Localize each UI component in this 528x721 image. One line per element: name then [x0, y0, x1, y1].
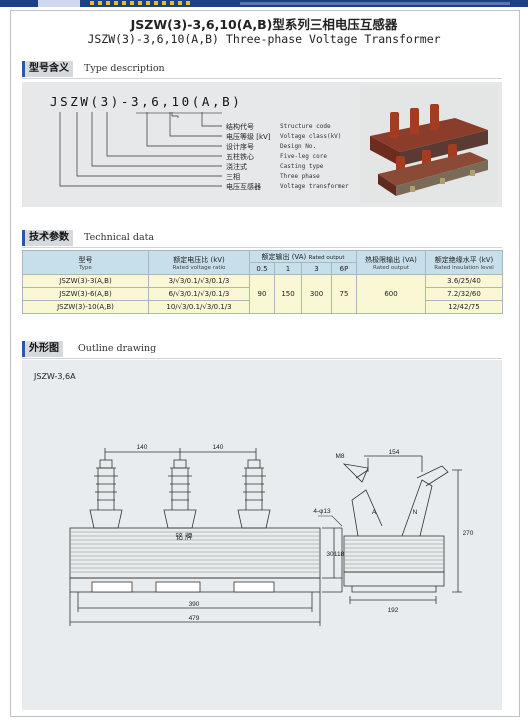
- row-type: JSZW(3)-6(A,B): [22, 287, 149, 301]
- insulator-3: [237, 459, 271, 529]
- insulator-2: [163, 459, 197, 529]
- dim-479: 479: [189, 615, 200, 622]
- insulator-1: [89, 459, 123, 529]
- product-title-en: JSZW(3)-3,6,10(A,B) Three-phase Voltage …: [87, 32, 441, 46]
- outline-section-tag: 外形图: [22, 341, 63, 357]
- top-banner: [0, 0, 528, 7]
- legend-en-6: Three phase: [280, 173, 320, 180]
- dim-140-left: 140: [137, 444, 148, 451]
- dim-390: 390: [189, 601, 200, 608]
- legend-cn-4: 五柱铁心: [226, 153, 254, 161]
- legend-cn-7: 电压互感器: [226, 183, 261, 191]
- row-ratio: 10/√3/0.1/√3/0.1/3: [148, 300, 250, 314]
- legend-cn-1: 结构代号: [226, 123, 254, 131]
- legend-cn-2: 电压等级 [kV]: [226, 133, 271, 141]
- row-ratio: 3/√3/0.1/√3/0.1/3: [148, 274, 250, 288]
- header-insulation: 额定绝缘水平 (kV)Rated insulation level: [425, 250, 503, 275]
- row-type: JSZW(3)-3(A,B): [22, 274, 149, 288]
- legend-cn-3: 设计序号: [226, 143, 254, 151]
- dim-154: 154: [389, 449, 400, 456]
- legend-cn-5: 浇注式: [226, 163, 247, 171]
- legend-en-4: Five-leg core: [280, 153, 327, 160]
- thermal-value: 600: [356, 274, 426, 314]
- legend-cn-6: 三相: [226, 173, 240, 181]
- row-insulation: 3.6/25/40: [425, 274, 503, 288]
- drawing-model-label: JSZW-3,6A: [34, 372, 76, 381]
- legend-en-3: Design No.: [280, 143, 317, 150]
- phase-n-label: N: [413, 509, 418, 516]
- phase-a-label: A: [372, 509, 377, 516]
- output-value: 150: [274, 274, 302, 314]
- dim-270: 270: [463, 530, 474, 537]
- legend-en-1: Structure code: [280, 123, 331, 130]
- tech-section-tag: 技术参数: [22, 230, 73, 246]
- class-header: 3: [301, 262, 332, 275]
- type-code: JSZW(3)-3,6,10(A,B): [50, 94, 243, 109]
- class-header: 1: [274, 262, 302, 275]
- header-ratio: 额定电压比 (kV)Rated voltage ratio: [148, 250, 250, 275]
- header-output: 额定输出 (VA) Rated output: [249, 250, 357, 263]
- tech-section-label: Technical data: [84, 232, 155, 243]
- type-section-label: Type description: [84, 63, 165, 74]
- product-photo: [360, 86, 498, 202]
- output-value: 90: [249, 274, 275, 314]
- row-insulation: 12/42/75: [425, 300, 503, 314]
- output-value: 75: [331, 274, 357, 314]
- row-insulation: 7.2/32/60: [425, 287, 503, 301]
- dim-m8: M8: [335, 453, 344, 460]
- class-header: 6P: [331, 262, 357, 275]
- section-divider: [22, 358, 502, 359]
- section-divider: [22, 78, 502, 79]
- row-ratio: 6/√3/0.1/√3/0.1/3: [148, 287, 250, 301]
- dim-hole: 4-φ13: [313, 508, 331, 515]
- brand-logo: [38, 0, 80, 7]
- header-thermal: 热极限输出 (VA)Rated output: [356, 250, 426, 275]
- product-title-cn: JSZW(3)-3,6,10(A,B)型系列三相电压互感器: [130, 17, 398, 32]
- outline-drawing-panel: [22, 360, 502, 710]
- type-code-leader-lines: [59, 112, 222, 187]
- section-divider: [22, 247, 502, 248]
- legend-en-2: Voltage class(kV): [280, 133, 342, 140]
- nameplate-label: 铭 牌: [175, 531, 193, 541]
- dim-30: 30: [326, 551, 334, 558]
- type-section-tag: 型号含义: [22, 61, 73, 77]
- banner-text-strip: [240, 2, 510, 5]
- outline-drawing: 140 140 铭 牌 390 479 30 118 M8 154 4-φ13 …: [69, 444, 474, 626]
- outline-section-label: Outline drawing: [78, 343, 157, 354]
- row-type: JSZW(3)-10(A,B): [22, 300, 149, 314]
- banner-pattern: [90, 1, 190, 5]
- legend-en-5: Casting type: [280, 163, 324, 170]
- dim-192: 192: [388, 607, 399, 614]
- dim-118: 118: [334, 551, 345, 558]
- dim-140-right: 140: [213, 444, 224, 451]
- class-header: 0.5: [249, 262, 275, 275]
- page-frame: [10, 10, 520, 717]
- output-value: 300: [301, 274, 332, 314]
- legend-en-7: Voltage transformer: [280, 183, 349, 190]
